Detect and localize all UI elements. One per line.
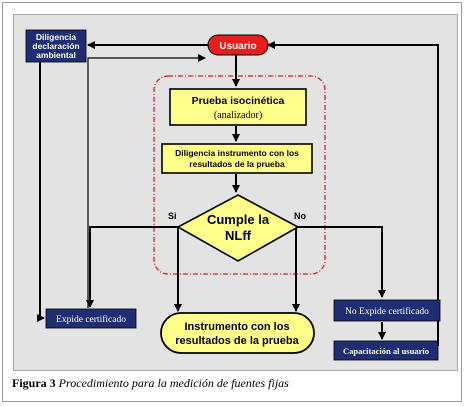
- cumple-label-1: Cumple la: [207, 212, 270, 227]
- no-expide-box: [333, 299, 441, 322]
- usuario-label: Usuario: [219, 41, 256, 52]
- capacitacion-label: Capacitación al usuario: [343, 346, 429, 356]
- instr-final-label-1: Instrumento con los: [184, 321, 289, 333]
- caption-text: Procedimiento para la medición de fuente…: [58, 376, 289, 390]
- si-label: Si: [168, 211, 177, 221]
- prueba-node: Prueba isocinética (analizador): [169, 88, 307, 126]
- no-label: No: [294, 211, 306, 221]
- no-expide-node: No Expide certificado: [333, 299, 441, 322]
- cumple-diamond: [176, 194, 300, 262]
- cumple-decision-node: Cumple la NLff: [176, 194, 300, 262]
- diligencia-label-1: Diligencia: [36, 32, 76, 42]
- instr-final-label-2: resultados de la prueba: [175, 335, 299, 347]
- expide-box: [45, 308, 137, 329]
- process-region: [153, 75, 326, 275]
- dil-instr-label-2: resultados de la prueba: [189, 159, 285, 169]
- caption-label: Figura 3: [12, 376, 56, 390]
- usuario-node: Usuario: [207, 34, 269, 56]
- arrow-diligencia-to-expide: [37, 61, 45, 322]
- arrow-si-to-expide: [86, 226, 178, 308]
- arrow-no-to-no-expide: [296, 226, 386, 298]
- prueba-box: [169, 88, 307, 126]
- diligencia-instrumento-box: [161, 143, 313, 174]
- instrumento-final-box: [160, 312, 315, 354]
- capacitacion-box: [333, 340, 439, 361]
- expide-label: Expide certificado: [56, 314, 126, 325]
- instrumento-final-node: Instrumento con los resultados de la pru…: [160, 312, 315, 354]
- prueba-title: Prueba isocinética: [192, 95, 285, 107]
- usuario-pill: [207, 34, 269, 56]
- diligencia-label-3: ambiental: [36, 50, 76, 60]
- expide-node: Expide certificado: [45, 308, 137, 329]
- dil-instr-label-1: Diligencia instrumento con los: [175, 148, 299, 158]
- figure-caption: Figura 3 Procedimiento para la medición …: [12, 376, 289, 391]
- diligencia-instrumento-node: Diligencia instrumento con los resultado…: [161, 143, 313, 174]
- no-expide-label: No Expide certificado: [345, 306, 429, 317]
- capacitacion-node: Capacitación al usuario: [333, 340, 439, 361]
- arrow-expide-feedback: [87, 54, 206, 308]
- cumple-label-2: NLff: [225, 228, 252, 243]
- diligencia-declaracion-box: [25, 29, 87, 63]
- prueba-subtitle: (analizador): [214, 110, 262, 121]
- diligencia-label-2: declaración: [32, 41, 79, 51]
- diligencia-declaracion-node: Diligencia declaración ambiental: [25, 29, 87, 63]
